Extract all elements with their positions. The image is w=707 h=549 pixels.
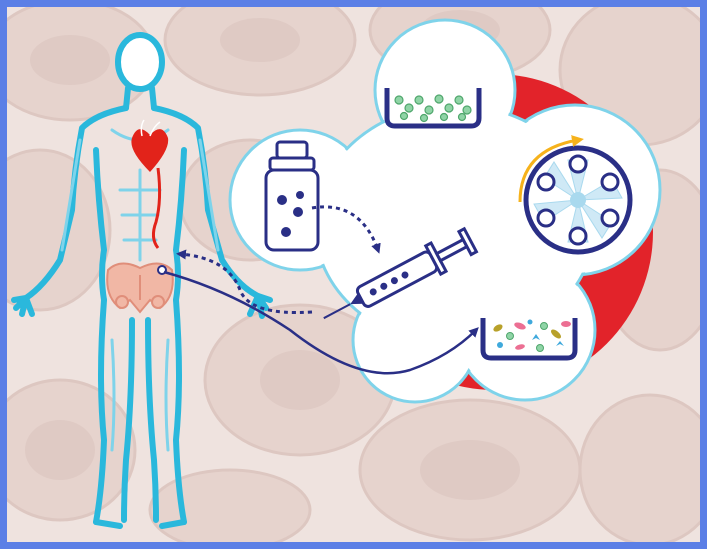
culture-dish-icon (387, 88, 479, 126)
vial-icon (266, 142, 318, 250)
centrifuge-rotor-icon (526, 148, 630, 252)
diagram-canvas (7, 7, 700, 542)
mixed-cells-dish-icon (483, 318, 575, 358)
